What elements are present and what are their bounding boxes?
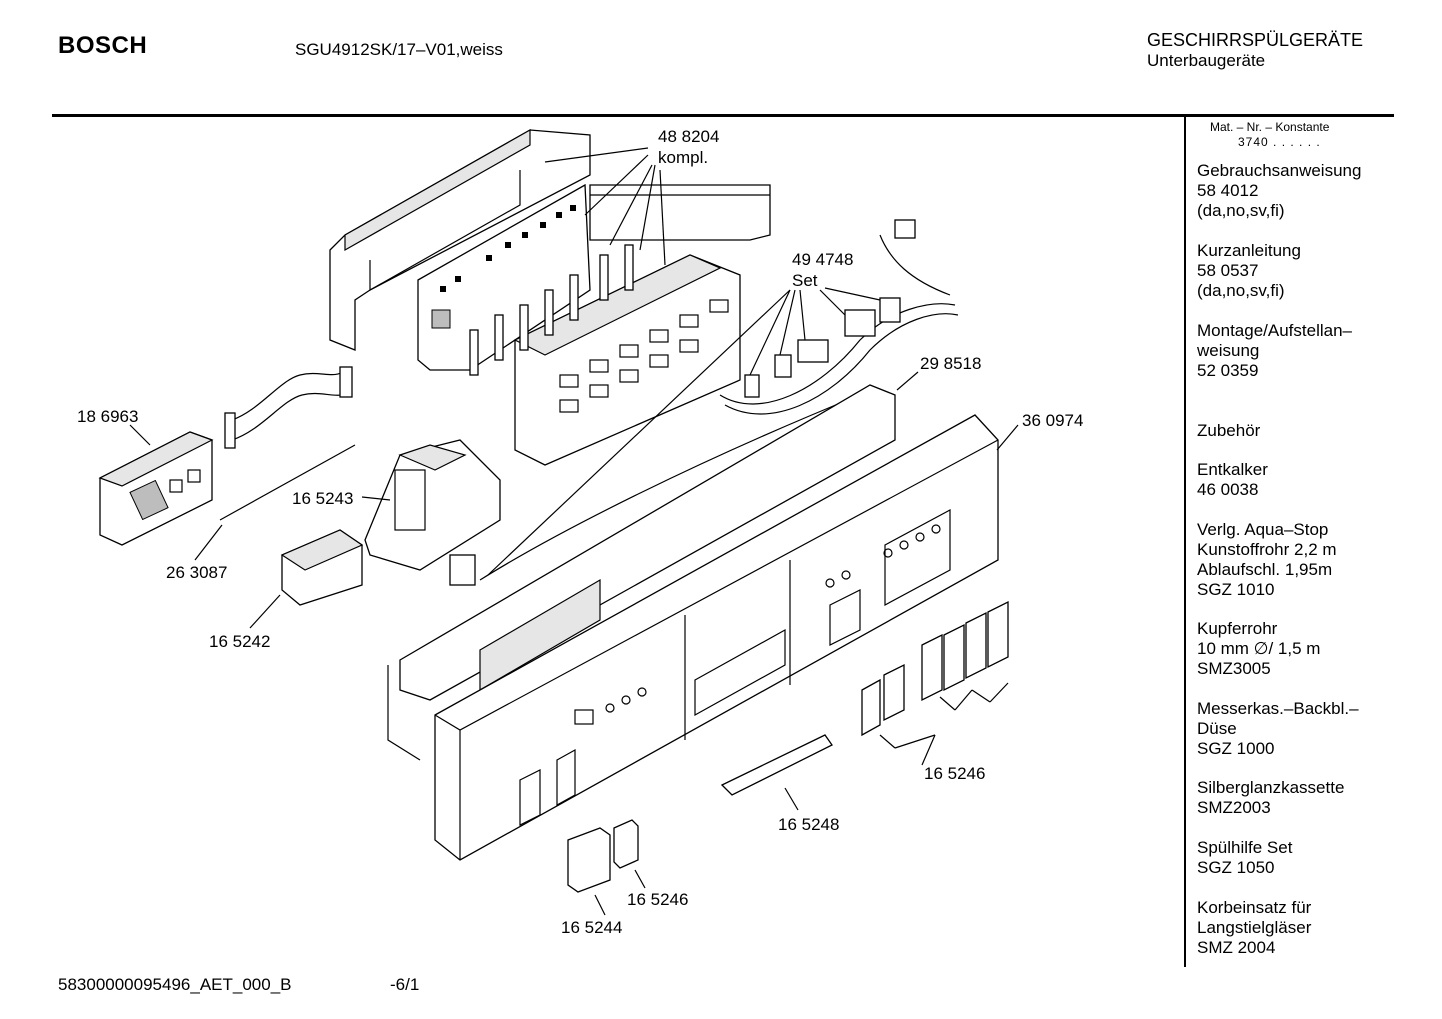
label-263087: 26 3087: [166, 563, 228, 582]
label-165242: 16 5242: [209, 632, 271, 651]
display-module-part: [98, 431, 214, 546]
buttons-part-bottom: [567, 819, 639, 893]
front-fascia-part: [434, 414, 999, 861]
label-165246-bottom: 16 5246: [627, 890, 689, 909]
label-298518: 29 8518: [920, 354, 982, 373]
button-carrier-part: [469, 244, 741, 466]
buttons-part-165246-right: [861, 600, 1009, 737]
sidebar-header: Mat. – Nr. – Konstante: [1210, 120, 1330, 134]
model-number: SGU4912SK/17–V01,weiss: [295, 40, 503, 59]
leader-lines: [129, 147, 1019, 916]
brand-logo: BOSCH: [58, 32, 148, 59]
cover-part-165248: [720, 734, 833, 796]
sidebar-header-constant: 3740 . . . . . .: [1238, 135, 1321, 149]
label-494748: 49 4748: [792, 250, 854, 269]
label-165248: 16 5248: [778, 815, 840, 834]
control-frame-part: [329, 128, 771, 351]
label-360974: 36 0974: [1022, 411, 1084, 430]
header-rule: [52, 114, 1394, 117]
document-id: 58300000095496_AET_000_B: [58, 975, 292, 994]
label-165243: 16 5243: [292, 489, 354, 508]
switch-part-165242: [280, 529, 364, 606]
wire-part-263087: [219, 444, 356, 521]
label-165244: 16 5244: [561, 918, 623, 937]
page-number: -6/1: [390, 975, 420, 994]
wiring-harness-part: [449, 219, 959, 586]
category-title: GESCHIRRSPÜLGERÄTE: [1147, 30, 1364, 50]
switch-part-165243: [364, 439, 501, 571]
sidebar-item-zubehoer: Zubehör: [1197, 421, 1261, 440]
ribbon-cable-part: [224, 366, 353, 449]
label-kompl: kompl.: [658, 148, 709, 167]
label-488204: 48 8204: [658, 127, 720, 146]
category-subtitle: Unterbaugeräte: [1147, 51, 1266, 70]
label-set: Set: [792, 271, 818, 290]
sidebar-divider: [1184, 117, 1186, 967]
inner-panel-part: [387, 384, 896, 761]
label-186963: 18 6963: [77, 407, 139, 426]
label-165246-right: 16 5246: [924, 764, 986, 783]
